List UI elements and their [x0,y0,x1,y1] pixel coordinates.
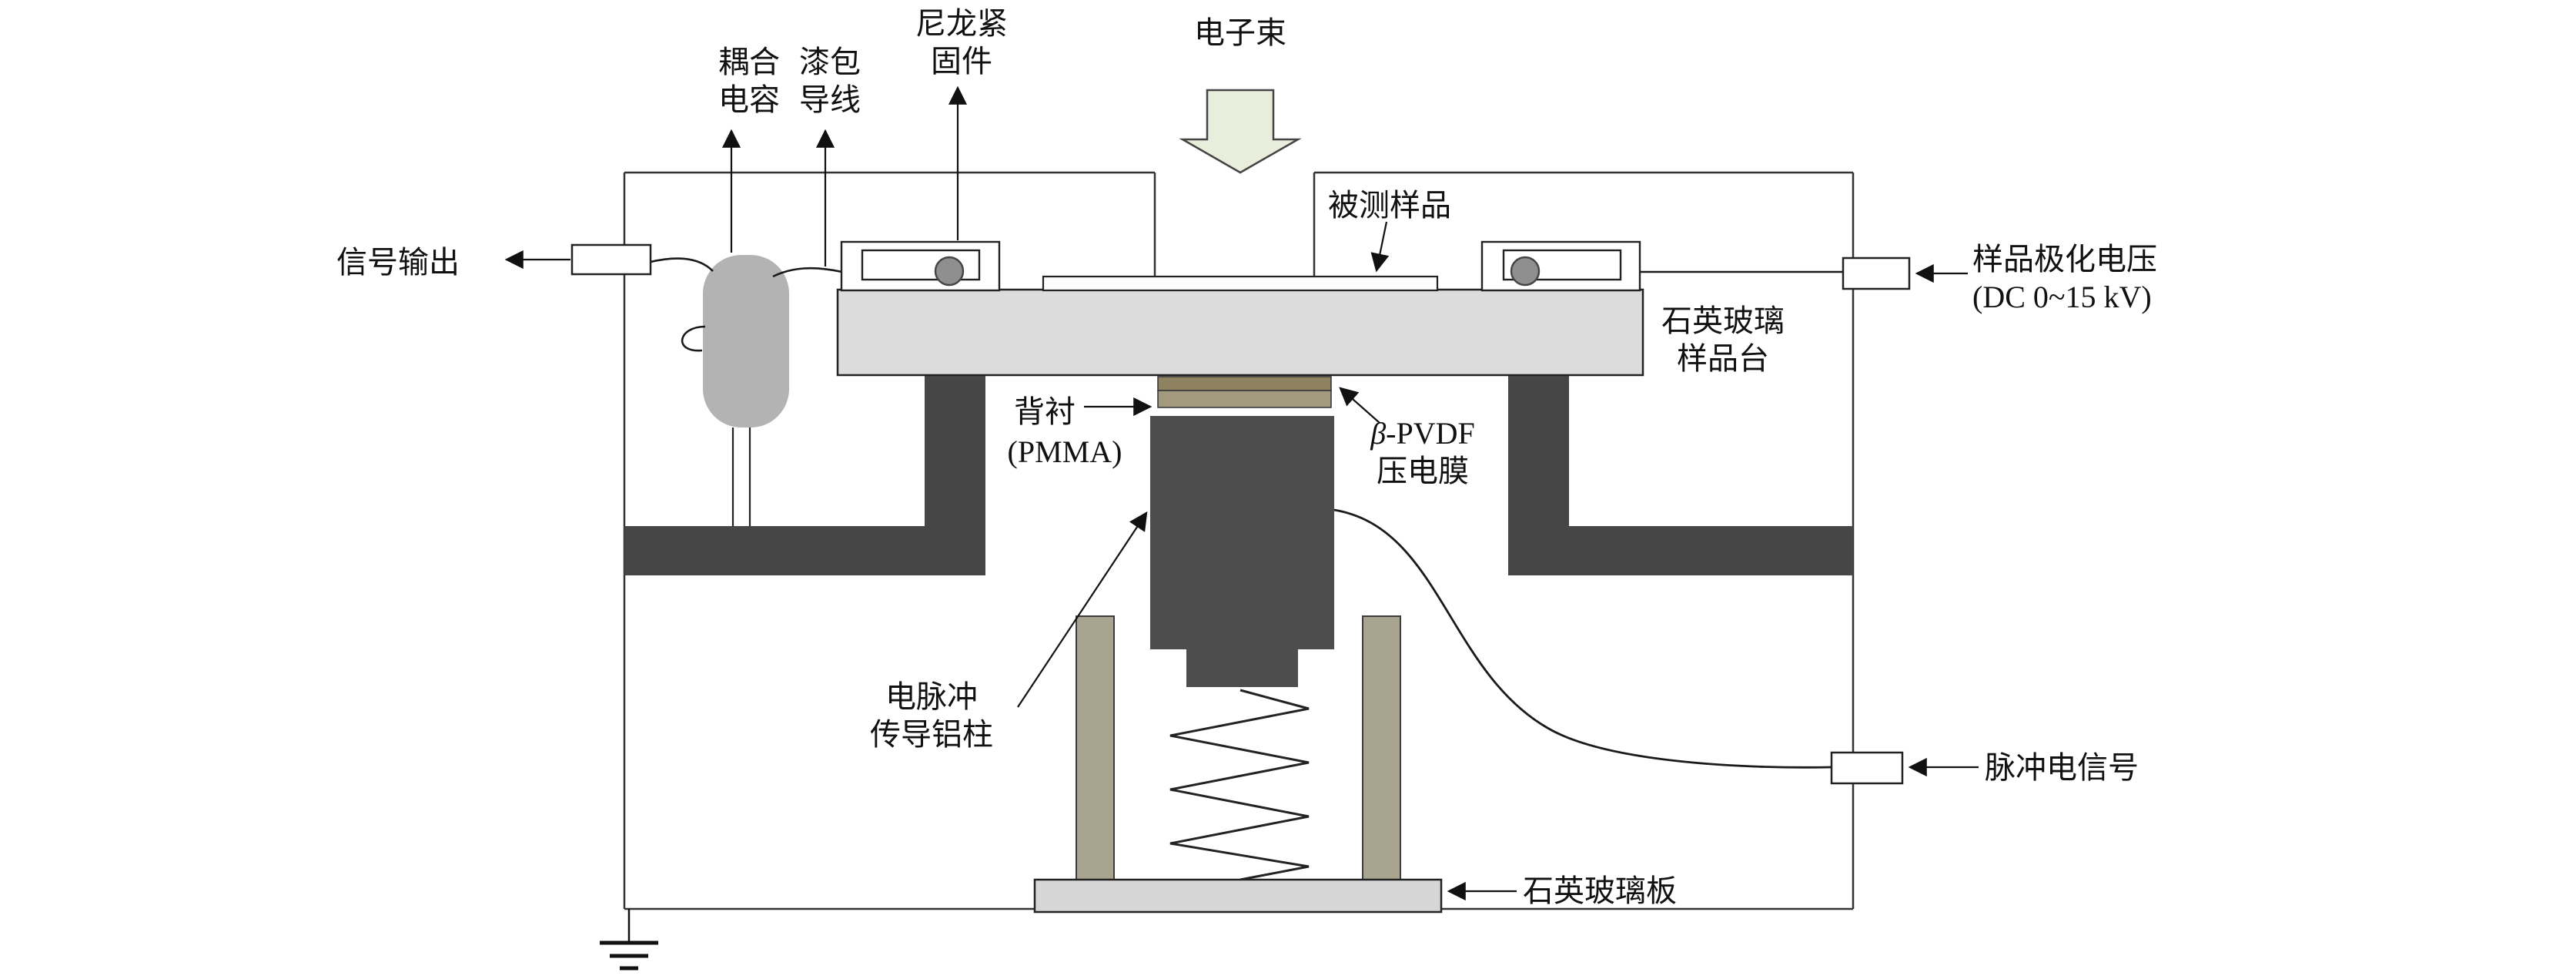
aluminum-column [1150,416,1334,687]
right-nylon-fastener [1480,240,1641,292]
pulse-terminal [1830,751,1904,785]
right-screw-icon [1510,256,1541,287]
quartz-plate-label: 石英玻璃板 [1523,873,1677,908]
aluminum-column-label: 电脉冲 传导铝柱 [870,679,993,752]
arrow-to-sample [1370,221,1390,273]
pmma-backing-layer [1157,390,1332,408]
left-support-bracket [624,375,985,575]
backing-label: 背衬 [1014,394,1076,429]
test-sample-label: 被测样品 [1328,188,1451,223]
enameled-wire-label: 漆包 导线 [799,45,861,117]
pulse-signal-label: 脉冲电信号 [1985,750,2139,785]
wire-fastener-to-capacitor [772,267,843,278]
arrow-pvdf [1339,387,1380,424]
spring [1169,689,1310,881]
polarization-voltage-label: 样品极化电压 (DC 0~15 kV) [1972,242,2157,314]
test-sample [1042,275,1439,292]
wire-column-to-pulse-terminal [1333,508,1832,769]
nylon-fastener-label: 尼龙紧 固件 [915,6,1008,79]
capacitor-leads [731,427,751,526]
coupling-capacitor-label: 耦合 电容 [718,45,780,117]
wire-terminal-to-capacitor [650,257,714,272]
quartz-glass-plate [1033,878,1443,914]
arrow-column [1017,511,1148,708]
pvdf-film-layer [1157,376,1332,391]
right-support-bracket [1508,375,1853,575]
electron-beam-label: 电子束 [1194,15,1286,50]
pvdf-film-label: β-PVDF 压电膜 [1370,416,1475,488]
holder-right-wall [1362,615,1401,882]
ground-symbol [600,909,658,971]
coupling-capacitor-body [703,255,789,427]
holder-left-wall [1076,615,1115,882]
signal-output-terminal [570,243,652,276]
quartz-stage-label: 石英玻璃 样品台 [1661,303,1785,376]
sample-stage [836,288,1644,377]
electron-beam-arrow [1179,89,1302,174]
hv-terminal [1842,256,1911,290]
backing-pmma-label: (PMMA) [1007,434,1122,469]
left-screw-icon [934,256,965,287]
left-nylon-fastener [840,240,1001,292]
wire-capacitor-hook [681,325,706,352]
signal-output-label: 信号输出 [336,245,460,280]
